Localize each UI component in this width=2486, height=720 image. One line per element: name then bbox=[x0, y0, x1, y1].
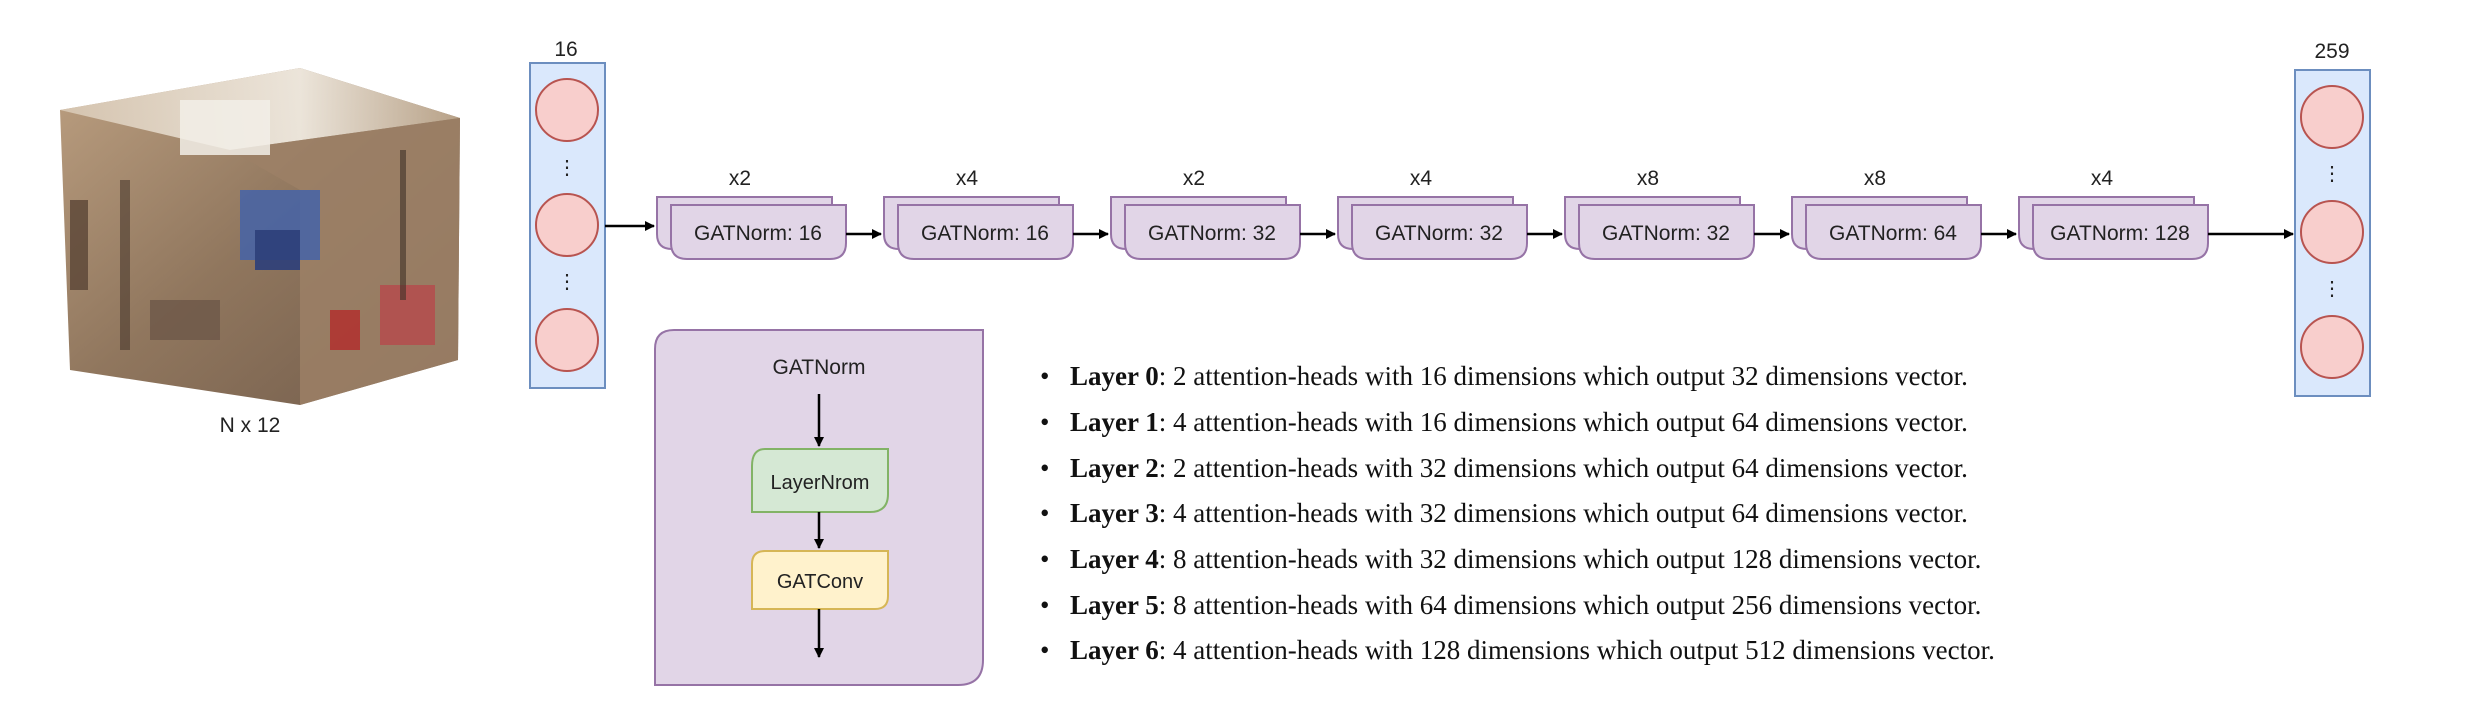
layer-description-list: • Layer 0: 2 attention-heads with 16 dim… bbox=[1040, 361, 1995, 665]
layer-name: Layer 3 bbox=[1070, 498, 1159, 528]
input-count-label: 16 bbox=[554, 38, 577, 61]
layer-name: Layer 6 bbox=[1070, 635, 1159, 665]
layer-description-item: • Layer 5: 8 attention-heads with 64 dim… bbox=[1040, 590, 1981, 620]
layernorm-label: LayerNrom bbox=[771, 472, 870, 494]
layer-name: Layer 2 bbox=[1070, 453, 1159, 483]
gatnorm-block bbox=[897, 204, 1074, 260]
layer-description-item: • Layer 1: 4 attention-heads with 16 dim… bbox=[1040, 407, 1968, 437]
layer-name: Layer 0 bbox=[1070, 361, 1159, 391]
layer-text: : 4 attention-heads with 32 dimensions w… bbox=[1159, 498, 1968, 528]
bullet: • bbox=[1040, 453, 1049, 483]
layer-chain: x2 GATNorm: 16 x4 GATNorm: 16 x2 GATNorm… bbox=[605, 167, 2294, 260]
layer-text: : 2 attention-heads with 32 dimensions w… bbox=[1159, 453, 1968, 483]
layer-name: Layer 5 bbox=[1070, 590, 1159, 620]
layer-description-item: • Layer 3: 4 attention-heads with 32 dim… bbox=[1040, 498, 1968, 528]
gatnorm-block bbox=[1124, 204, 1301, 260]
gatnorm-detail-title: GATNorm bbox=[773, 356, 866, 379]
input-node bbox=[535, 78, 599, 142]
bullet: • bbox=[1040, 635, 1049, 665]
gatnorm-block-label: GATNorm: 16 bbox=[694, 222, 822, 245]
output-node bbox=[2300, 85, 2364, 149]
output-node bbox=[2300, 315, 2364, 379]
input-ellipsis: ⋮ bbox=[557, 157, 577, 179]
output-ellipsis: ⋮ bbox=[2322, 163, 2342, 185]
layer-name: Layer 4 bbox=[1070, 544, 1159, 574]
input-ellipsis: ⋮ bbox=[557, 271, 577, 293]
layer-multiplier: x4 bbox=[1410, 167, 1433, 190]
gatnorm-block bbox=[2032, 204, 2209, 260]
layer-text: : 2 attention-heads with 16 dimensions w… bbox=[1159, 361, 1968, 391]
gatconv-label: GATConv bbox=[777, 571, 863, 593]
gatnorm-block-label: GATNorm: 16 bbox=[921, 222, 1049, 245]
gatconv-block bbox=[751, 550, 889, 610]
gatnorm-block bbox=[1805, 204, 1982, 260]
layernorm-block bbox=[751, 448, 889, 513]
output-node bbox=[2300, 200, 2364, 264]
gatnorm-block-label: GATNorm: 64 bbox=[1829, 222, 1957, 245]
input-node bbox=[535, 193, 599, 257]
gatnorm-block-label: GATNorm: 32 bbox=[1375, 222, 1503, 245]
gatnorm-block-label: GATNorm: 128 bbox=[2050, 222, 2190, 245]
gatnorm-block-label: GATNorm: 32 bbox=[1602, 222, 1730, 245]
layer-text: : 4 attention-heads with 128 dimensions … bbox=[1159, 635, 1995, 665]
bullet: • bbox=[1040, 544, 1049, 574]
layer-multiplier: x4 bbox=[2091, 167, 2114, 190]
layer-multiplier: x4 bbox=[956, 167, 979, 190]
layer-multiplier: x8 bbox=[1637, 167, 1659, 190]
bullet: • bbox=[1040, 407, 1049, 437]
layer-description-item: • Layer 2: 2 attention-heads with 32 dim… bbox=[1040, 453, 1968, 483]
layer-multiplier: x8 bbox=[1864, 167, 1886, 190]
layer-description-item: • Layer 6: 4 attention-heads with 128 di… bbox=[1040, 635, 1995, 665]
bullet: • bbox=[1040, 361, 1049, 391]
gatnorm-block bbox=[670, 204, 847, 260]
output-count-label: 259 bbox=[2314, 40, 2349, 63]
point-cloud-image bbox=[60, 68, 460, 405]
layer-text: : 8 attention-heads with 64 dimensions w… bbox=[1159, 590, 1982, 620]
layer-name: Layer 1 bbox=[1070, 407, 1159, 437]
input-node bbox=[535, 308, 599, 372]
layer-text: : 8 attention-heads with 32 dimensions w… bbox=[1159, 544, 1982, 574]
output-ellipsis: ⋮ bbox=[2322, 278, 2342, 300]
point-cloud-caption: N x 12 bbox=[220, 414, 281, 437]
gatnorm-block-label: GATNorm: 32 bbox=[1148, 222, 1276, 245]
layer-multiplier: x2 bbox=[1183, 167, 1205, 190]
layer-text: : 4 attention-heads with 16 dimensions w… bbox=[1159, 407, 1968, 437]
bullet: • bbox=[1040, 498, 1049, 528]
gatnorm-block bbox=[1351, 204, 1528, 260]
gatnorm-block bbox=[1578, 204, 1755, 260]
layer-multiplier: x2 bbox=[729, 167, 751, 190]
bullet: • bbox=[1040, 590, 1049, 620]
layer-description-item: • Layer 4: 8 attention-heads with 32 dim… bbox=[1040, 544, 1981, 574]
layer-description-item: • Layer 0: 2 attention-heads with 16 dim… bbox=[1040, 361, 1968, 391]
